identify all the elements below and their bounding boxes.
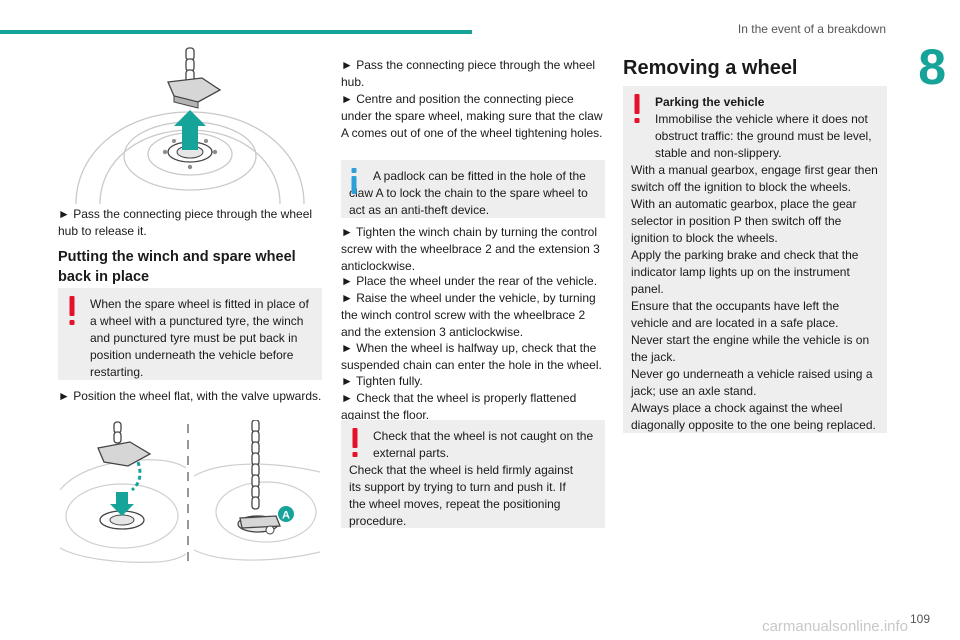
section-heading-winch: Putting the winch and spare wheel back i… <box>58 249 296 285</box>
warning-line-chock: Always place a chock against the wheel d… <box>631 401 876 432</box>
step-raise-wheel: ► Raise the wheel under the vehicle, by … <box>341 291 596 339</box>
warning-title-parking: Parking the vehicle <box>655 95 765 109</box>
step-centre-piece: ► Centre and position the connecting pie… <box>341 92 603 140</box>
section-title: In the event of a breakdown <box>737 22 886 36</box>
warning-line-immobilise: Immobilise the vehicle where it does not… <box>655 112 872 160</box>
figure-label-a: A <box>282 510 290 522</box>
winch-release-illustration <box>75 47 305 204</box>
section-heading-removing-wheel: Removing a wheel <box>623 57 798 79</box>
warning-box-parking: Parking the vehicle Immobilise the vehic… <box>623 86 887 433</box>
warning-text-2a: Check that the wheel is not caught on th… <box>373 429 594 460</box>
warning-line-engine: Never start the engine while the vehicle… <box>631 333 870 364</box>
warning-text-2b: Check that the wheel is held firmly agai… <box>349 463 574 528</box>
step-pass-piece: ► Pass the connecting piece through the … <box>341 58 596 89</box>
warning-icon <box>69 296 75 325</box>
step-tighten-fully: ► Tighten fully. <box>341 374 423 388</box>
warning-line-parking-brake: Apply the parking brake and check that t… <box>631 248 859 296</box>
info-text-padlock: A padlock can be fitted in the hole of t… <box>349 169 588 217</box>
watermark: carmanualsonline.info <box>762 618 908 635</box>
step-tighten-chain: ► Tighten the winch chain by turning the… <box>341 225 600 273</box>
step-position: ► Position the wheel flat, with the valv… <box>58 389 322 403</box>
step-halfway: ► When the wheel is halfway up, check th… <box>341 341 602 372</box>
warning-line-manual: With a manual gearbox, engage first gear… <box>631 163 878 194</box>
page-number: 109 <box>909 612 930 626</box>
warning-line-automatic: With an automatic gearbox, place the gea… <box>631 197 857 245</box>
header-accent-bar <box>0 30 472 34</box>
warning-box-1: When the spare wheel is fitted in place … <box>58 288 322 380</box>
warning-line-occupants: Ensure that the occupants have left the … <box>631 299 840 330</box>
step-place-wheel: ► Place the wheel under the rear of the … <box>341 274 598 288</box>
warning-icon <box>634 94 640 123</box>
info-icon <box>351 168 357 194</box>
step-release: ► Pass the connecting piece through the … <box>58 207 313 238</box>
info-box-padlock: A padlock can be fitted in the hole of t… <box>341 160 605 218</box>
warning-line-axle-stand: Never go underneath a vehicle raised usi… <box>631 367 873 398</box>
warning-box-2: Check that the wheel is not caught on th… <box>341 420 605 528</box>
warning-icon <box>352 428 358 457</box>
warning-text-1: When the spare wheel is fitted in place … <box>90 297 309 379</box>
chapter-number: 8 <box>918 39 946 95</box>
step-check-flattened: ► Check that the wheel is properly flatt… <box>341 391 577 422</box>
spare-wheel-position-illustration: A <box>59 420 321 566</box>
